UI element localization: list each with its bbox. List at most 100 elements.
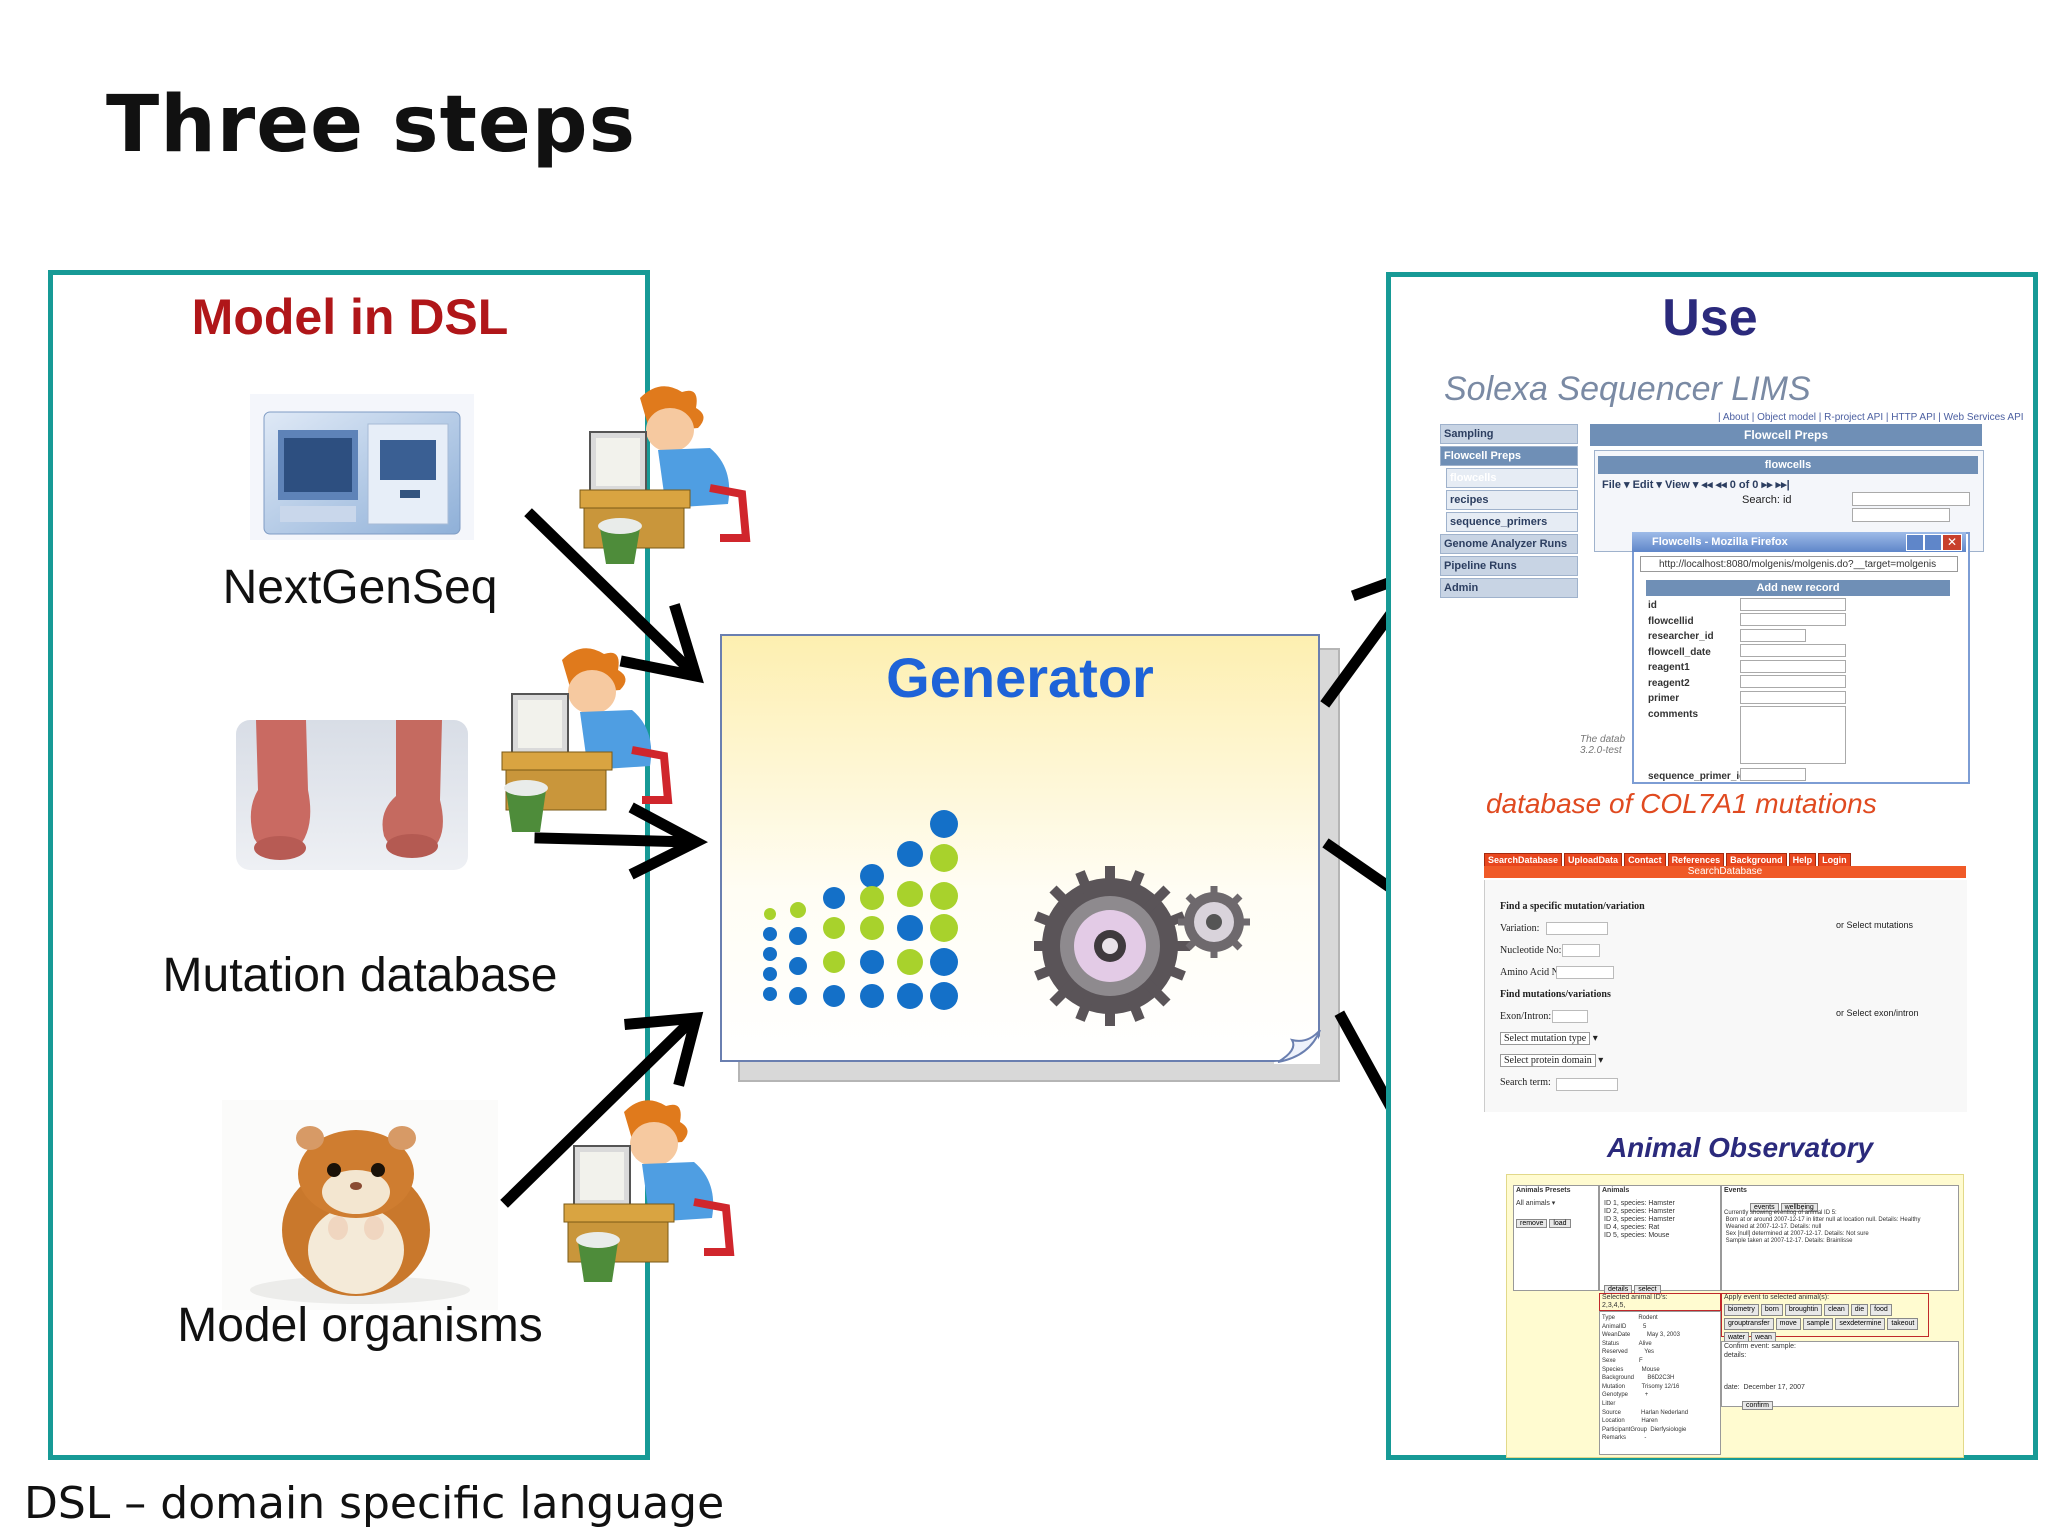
selected-ids: Selected animal ID's: 2,3,4,5, [1602, 1294, 1668, 1309]
maximize-icon[interactable] [1924, 534, 1942, 551]
programmer-cartoon-2 [501, 648, 673, 832]
lims-menu-item[interactable]: Flowcell Preps [1440, 446, 1578, 466]
lims-field-label: flowcellid [1648, 615, 1694, 627]
lims-subheader: flowcells [1598, 456, 1978, 474]
confirm-event-box: Confirm event: sample: details: date: De… [1721, 1341, 1959, 1410]
animal-observatory-title: Animal Observatory [1606, 1132, 1874, 1163]
tab-references[interactable]: References [1667, 853, 1725, 867]
hamster-image [222, 1100, 498, 1310]
lims-field-label: reagent2 [1648, 677, 1690, 689]
close-icon[interactable]: ✕ [1942, 534, 1962, 551]
confirm-button[interactable]: confirm [1742, 1401, 1773, 1410]
slide-title: Three steps [106, 80, 637, 170]
tab-uploaddata[interactable]: UploadData [1564, 853, 1623, 867]
lims-menu-item[interactable]: Pipeline Runs [1440, 556, 1578, 576]
event-button[interactable]: food [1870, 1304, 1892, 1316]
programmer-cartoon-3 [563, 1100, 735, 1282]
select-mutations[interactable]: or Select mutations [1836, 920, 1914, 930]
lims-input[interactable] [1740, 613, 1846, 626]
lims-input[interactable] [1740, 660, 1846, 673]
amino-input[interactable] [1556, 966, 1614, 979]
lims-links[interactable]: | About | Object model | R-project API |… [1718, 412, 2024, 423]
arrow-organisms-to-generator [500, 1014, 698, 1208]
lims-search-input[interactable] [1852, 492, 1970, 506]
animal-list[interactable]: ID 1, species: Hamster ID 2, species: Ha… [1604, 1200, 1675, 1239]
page-curl-icon [1274, 1028, 1321, 1064]
tab-help[interactable]: Help [1788, 853, 1817, 867]
arrow-head-2 [628, 802, 708, 880]
lims-field-label: comments [1648, 708, 1699, 720]
mutation-db-title: database of COL7A1 mutations [1486, 788, 1877, 819]
wellbeing-button[interactable]: wellbeing [1780, 1203, 1818, 1212]
variation-input[interactable] [1546, 922, 1608, 935]
event-button[interactable]: broughtin [1784, 1304, 1823, 1316]
lims-input[interactable] [1740, 598, 1846, 611]
event-button[interactable]: takeout [1887, 1318, 1919, 1330]
protein-domain-select[interactable]: Select protein domain [1500, 1054, 1596, 1067]
arrow-nextgenseq-to-generator [524, 508, 698, 678]
baby-feet-image [236, 720, 468, 870]
event-button[interactable]: clean [1824, 1304, 1849, 1316]
lims-popup-url[interactable]: http://localhost:8080/molgenis/molgenis.… [1640, 556, 1958, 572]
tab-searchdatabase[interactable]: SearchDatabase [1484, 853, 1563, 867]
arrow-mutation-to-generator [534, 832, 696, 848]
animal-details: Type Rodent AnimalID 5 WeanDate May 3, 2… [1602, 1315, 1689, 1442]
mutation-type-select[interactable]: Select mutation type [1500, 1032, 1591, 1045]
lims-toolbar[interactable]: File ▾ Edit ▾ View ▾ ◂◂ ◂◂ 0 of 0 ▸▸ ▸▸| [1602, 479, 1790, 491]
tab-login[interactable]: Login [1818, 853, 1851, 867]
lims-menu: Sampling Flowcell Preps flowcells recipe… [1440, 424, 1578, 600]
event-button[interactable]: biometry [1724, 1304, 1759, 1316]
lims-search-input-2[interactable] [1852, 508, 1950, 522]
model-organisms-label: Model organisms [177, 1299, 543, 1352]
tab-contact[interactable]: Contact [1624, 853, 1666, 867]
event-button[interactable]: sample [1802, 1318, 1834, 1330]
event-button[interactable]: move [1775, 1318, 1801, 1330]
animals-label: Animals [1602, 1187, 1630, 1194]
lims-menu-item[interactable]: Admin [1440, 578, 1578, 598]
lims-menu-item[interactable]: Sampling [1440, 424, 1578, 444]
lims-menu-item[interactable]: recipes [1446, 490, 1578, 510]
animal-details-box: Type Rodent AnimalID 5 WeanDate May 3, 2… [1599, 1311, 1721, 1455]
lims-select[interactable] [1740, 768, 1806, 781]
arrow-head-1 [619, 603, 704, 684]
event-button[interactable]: grouptransfer [1724, 1318, 1774, 1330]
lims-field-label: flowcell_date [1648, 646, 1711, 658]
mutation-db-body [1484, 880, 1967, 1112]
lims-search[interactable]: Search: id [1742, 494, 1792, 506]
lims-input[interactable] [1740, 675, 1846, 688]
lims-title: Solexa Sequencer LIMS [1444, 370, 1811, 408]
event-log: Currently showing eventlog of animal ID … [1724, 1210, 1921, 1244]
nucleotide-input[interactable] [1562, 944, 1600, 957]
event-button[interactable]: born [1760, 1304, 1783, 1316]
lims-input[interactable] [1740, 691, 1846, 704]
footer-note: DSL – domain specific language [24, 1478, 725, 1529]
presets-dropdown: All animals ▾ [1516, 1200, 1556, 1207]
exon-input[interactable] [1552, 1010, 1588, 1023]
lims-textarea[interactable] [1740, 706, 1846, 764]
amino-label: Amino Acid No: [1500, 967, 1567, 978]
tab-background[interactable]: Background [1726, 853, 1787, 867]
details-field-label: details: [1724, 1352, 1747, 1359]
lims-input[interactable] [1740, 644, 1846, 657]
lims-select[interactable] [1740, 629, 1806, 642]
lims-field-inputs [1740, 598, 1850, 781]
animals-box: Animals ID 1, species: Hamster ID 2, spe… [1599, 1185, 1721, 1294]
select-exon-intron[interactable]: or Select exon/intron [1836, 1008, 1919, 1018]
date-label[interactable]: date: December 17, 2007 [1724, 1384, 1805, 1391]
remove-button[interactable]: remove [1516, 1219, 1548, 1228]
lims-menu-item[interactable]: flowcells [1446, 468, 1578, 488]
event-button[interactable]: die [1850, 1304, 1869, 1316]
lims-field-label: id [1648, 600, 1657, 611]
minimize-icon[interactable] [1906, 534, 1924, 551]
lims-field-label: primer [1648, 693, 1680, 704]
nextgenseq-label: NextGenSeq [222, 561, 498, 614]
event-button[interactable]: sexdetermine [1835, 1318, 1886, 1330]
lims-menu-item[interactable]: sequence_primers [1446, 512, 1578, 532]
search-term-input[interactable] [1556, 1078, 1618, 1091]
lims-menu-item[interactable]: Genome Analyzer Runs [1440, 534, 1578, 554]
load-button[interactable]: load [1549, 1219, 1571, 1228]
mutation-database-label: Mutation database [162, 949, 558, 1002]
events-button[interactable]: events [1750, 1203, 1779, 1212]
